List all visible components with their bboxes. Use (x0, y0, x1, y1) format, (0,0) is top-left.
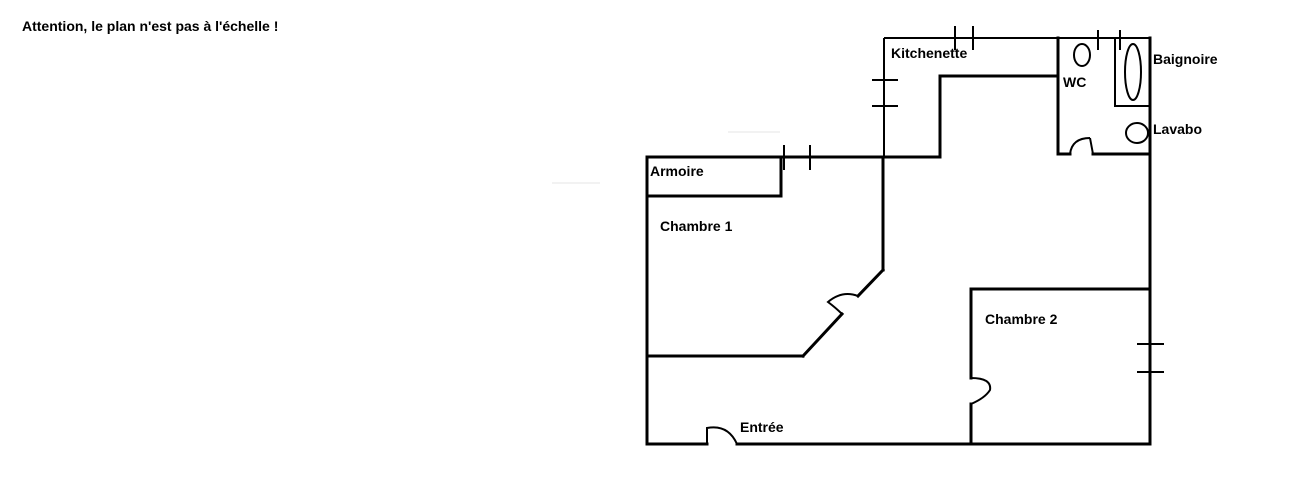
bathtub (1114, 37, 1151, 107)
chamber1-door-swing (826, 293, 859, 315)
kitchenette-outline (883, 37, 1150, 157)
chamber1-walls (645, 155, 886, 359)
toilet (1073, 43, 1091, 67)
chamber2-door-swing (970, 377, 992, 405)
outer-walls (645, 36, 1152, 446)
label-wc: WC (1063, 74, 1086, 90)
scale-warning-note: Attention, le plan n'est pas à l'échelle… (22, 18, 279, 34)
bathroom (1056, 36, 1152, 156)
label-baignoire: Baignoire (1153, 51, 1218, 67)
label-kitchenette: Kitchenette (891, 45, 967, 61)
sink (1125, 122, 1149, 144)
label-lavabo: Lavabo (1153, 121, 1202, 137)
label-chambre1: Chambre 1 (660, 218, 733, 234)
label-entree: Entrée (740, 419, 784, 435)
armoire (645, 155, 783, 198)
label-armoire: Armoire (650, 163, 704, 179)
entrance-door-swing (706, 426, 738, 445)
chamber2-walls (969, 287, 1152, 446)
label-chambre2: Chambre 2 (985, 311, 1058, 327)
bathroom-door-swing (1069, 137, 1091, 155)
windows (783, 26, 1164, 373)
bathtub-basin (1124, 43, 1142, 101)
